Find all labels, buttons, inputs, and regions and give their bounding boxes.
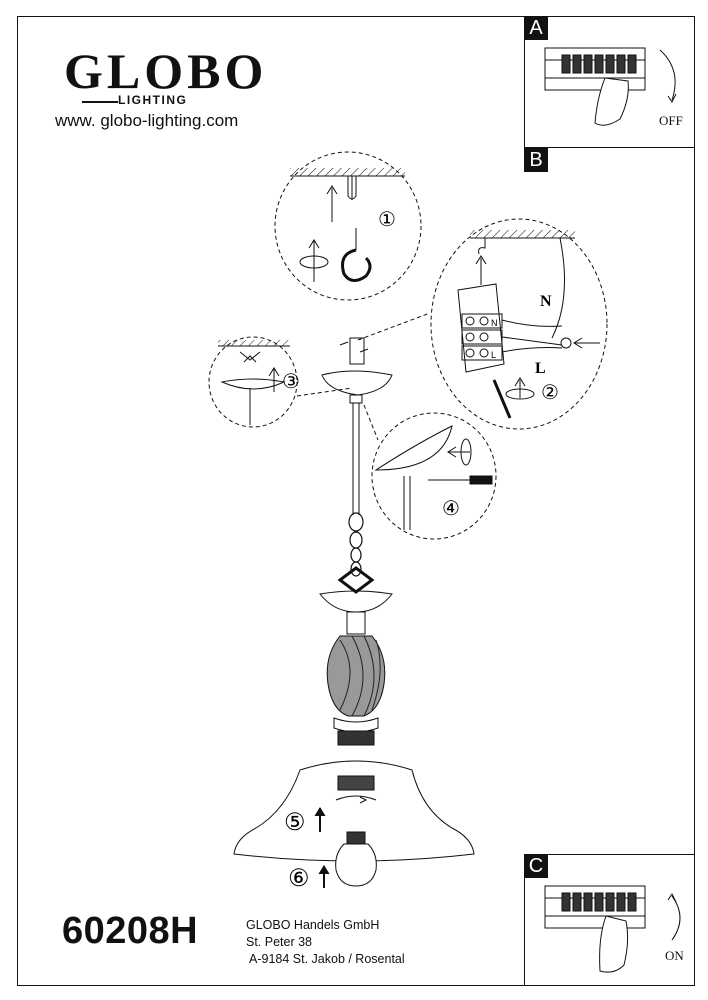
- terminal-label-n: N: [491, 318, 498, 328]
- panel-c-state: ON: [665, 948, 684, 963]
- detail-circle-hook: [274, 151, 422, 301]
- panel-b-tag: B: [524, 148, 548, 172]
- lamp-chain: [337, 512, 375, 594]
- detail-circle-wiring: [430, 218, 608, 430]
- brand-logo: GLOBO: [64, 43, 268, 99]
- step-3-number: ③: [282, 371, 300, 393]
- panel-a-state: OFF: [659, 113, 683, 128]
- lamp-glass-shade: [233, 760, 475, 862]
- light-bulb: [318, 831, 377, 888]
- company-street: St. Peter 38: [246, 935, 313, 949]
- panel-a-tag: A: [524, 16, 548, 40]
- logo-rule: [82, 101, 118, 103]
- model-number: 60208H: [62, 910, 199, 952]
- page-frame: [17, 16, 695, 986]
- step-5-number: ⑤: [284, 809, 306, 836]
- step-4-number: ④: [442, 498, 460, 520]
- breaker-switch-on-illustration: [544, 885, 681, 973]
- brand-subline: LIGHTING: [118, 93, 188, 107]
- company-city: A-9184 St. Jakob / Rosental: [249, 952, 405, 966]
- company-name: GLOBO Handels GmbH: [246, 918, 380, 932]
- panel-a-breaker-off: [524, 16, 695, 148]
- step-6-number: ⑥: [288, 865, 310, 892]
- lamp-canopy-and-rod: [321, 312, 431, 515]
- panel-c-tag: C: [524, 854, 548, 878]
- terminal-label-l: L: [491, 350, 496, 360]
- detail-circle-canopy: [208, 336, 298, 428]
- step-1-number: ①: [378, 209, 396, 231]
- wire-label-live: L: [535, 360, 546, 377]
- detail-circle-screw: [371, 412, 497, 540]
- wire-label-neutral: N: [540, 293, 552, 310]
- breaker-switch-off-illustration: [544, 47, 677, 126]
- step-2-number: ②: [541, 382, 559, 404]
- brand-url[interactable]: www. globo-lighting.com: [55, 111, 239, 130]
- lamp-stem: [319, 590, 393, 746]
- panel-c-breaker-on: [524, 854, 695, 986]
